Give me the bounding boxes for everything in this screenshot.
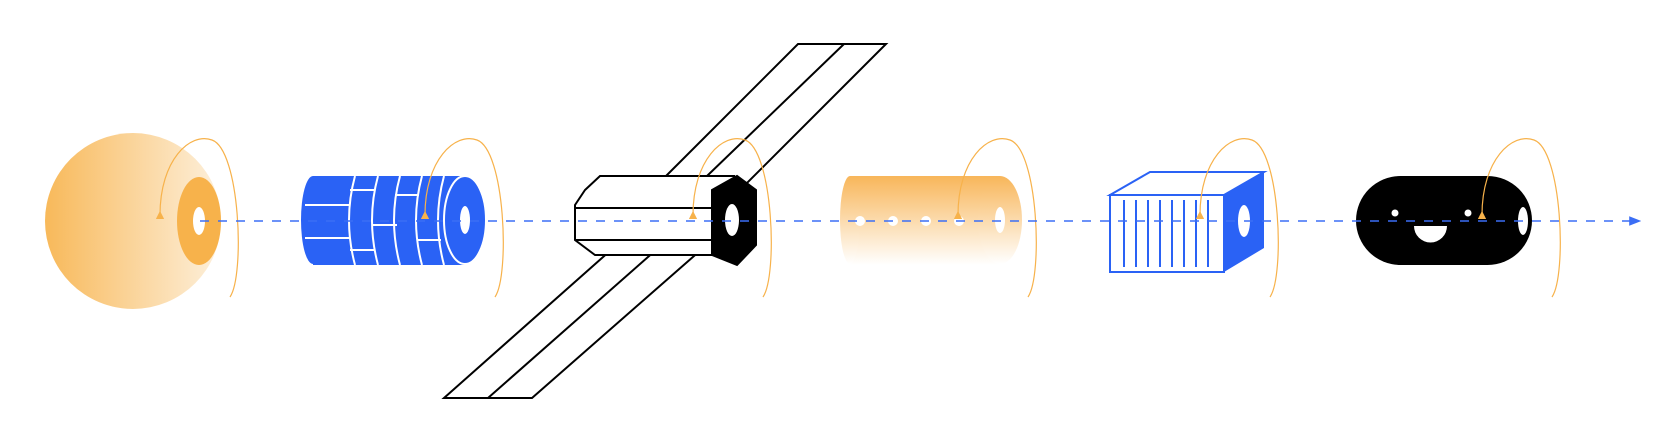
rotation-arrows	[155, 138, 1561, 298]
segmented-cylinder-icon	[301, 175, 487, 266]
satellite-icon	[441, 43, 889, 399]
shipping-container-icon	[1106, 171, 1268, 273]
sphere-icon	[45, 133, 221, 309]
